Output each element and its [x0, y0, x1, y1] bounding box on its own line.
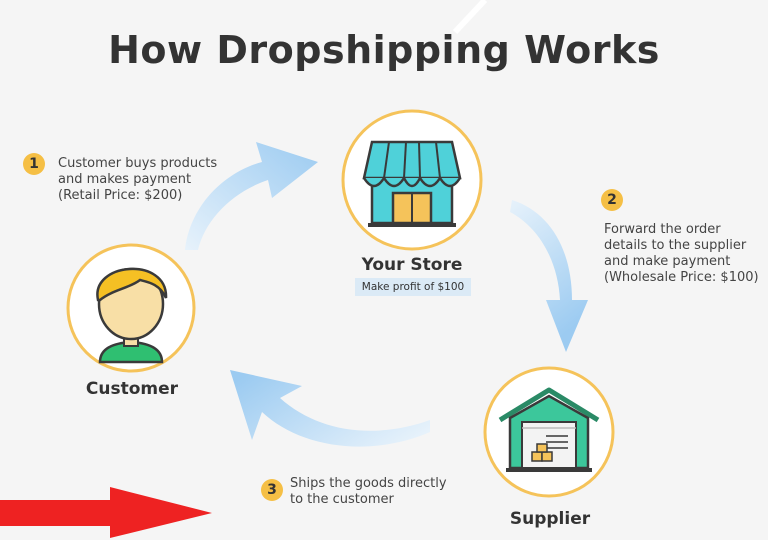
- red-arrow-icon: [0, 487, 212, 538]
- decorative-stroke: [452, 0, 488, 35]
- flow-arrow-customer-to-store: [185, 142, 318, 250]
- page-title: How Dropshipping Works: [108, 28, 660, 72]
- storefront-icon: [362, 140, 462, 227]
- step-1-text: Customer buys products and makes payment…: [58, 156, 218, 203]
- step-2-badge: 2: [601, 189, 623, 211]
- flow-arrow-store-to-supplier: [510, 200, 588, 352]
- step-3-text: Ships the goods directly to the customer: [290, 476, 447, 507]
- profit-note: Make profit of $100: [355, 278, 471, 296]
- customer-label: Customer: [85, 379, 179, 399]
- warehouse-icon: [498, 387, 600, 472]
- flow-arrow-supplier-to-customer: [230, 370, 430, 447]
- customer-node: [66, 243, 196, 373]
- supplier-node: [483, 366, 615, 498]
- step-2-text: Forward the order details to the supplie…: [604, 222, 759, 285]
- step-3-badge: 3: [261, 479, 283, 501]
- store-node: [341, 109, 483, 251]
- customer-avatar-icon: [96, 267, 168, 364]
- supplier-label: Supplier: [509, 509, 591, 529]
- store-label: Your Store: [361, 255, 463, 275]
- step-1-badge: 1: [23, 153, 45, 175]
